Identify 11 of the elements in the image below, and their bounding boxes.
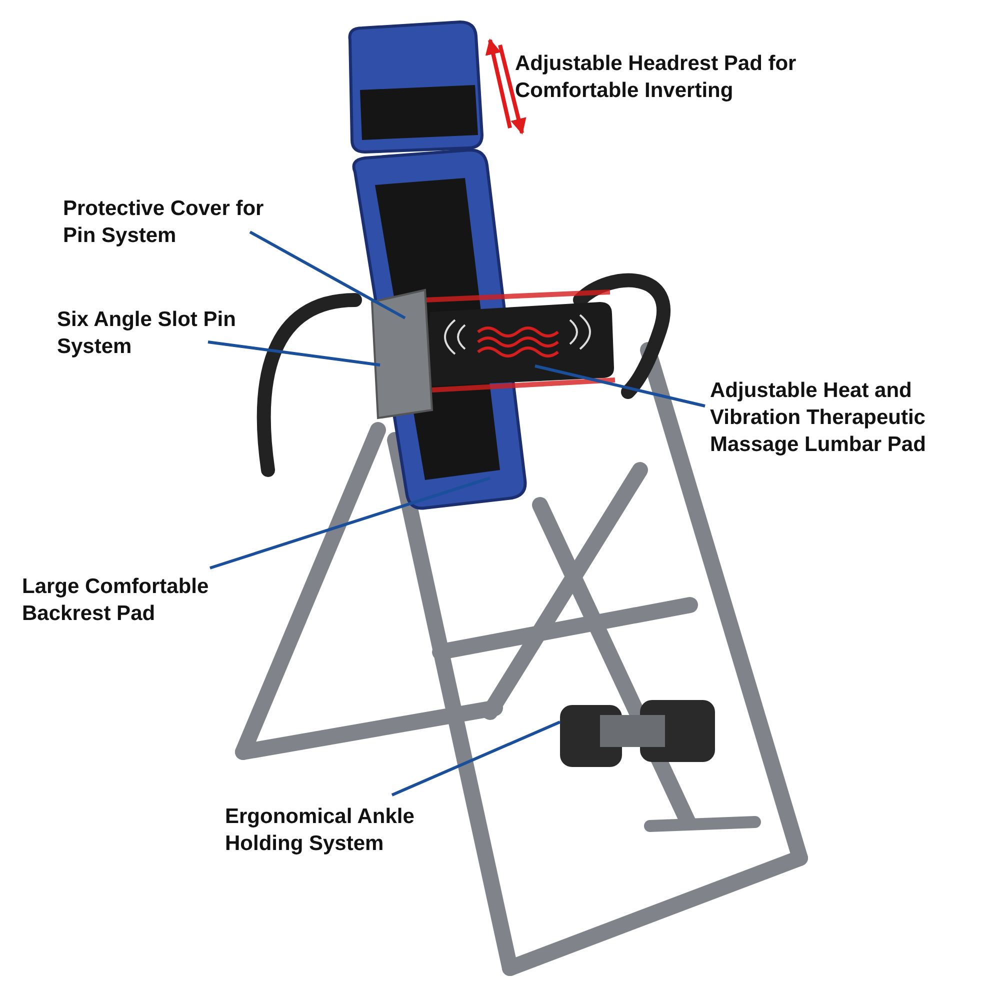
callout-text: Adjustable Headrest Pad for Comfortable Inverting (515, 51, 798, 104)
leader-line (210, 476, 490, 570)
callout-text: Six Angle Slot Pin System (57, 306, 267, 360)
leader-line (249, 230, 406, 320)
callout-text: Ergonomical Ankle Holding System (225, 803, 475, 857)
callout-text: Large Comfortable Backrest Pad (22, 573, 272, 627)
leader-line (534, 364, 706, 408)
callout-text: Adjustable Heat and Vibration Therapeutic Massage Lumbar Pad (710, 377, 995, 458)
leader-line (208, 340, 380, 366)
callout-text: Protective Cover for Pin System (63, 195, 293, 249)
leader-line (391, 720, 561, 796)
